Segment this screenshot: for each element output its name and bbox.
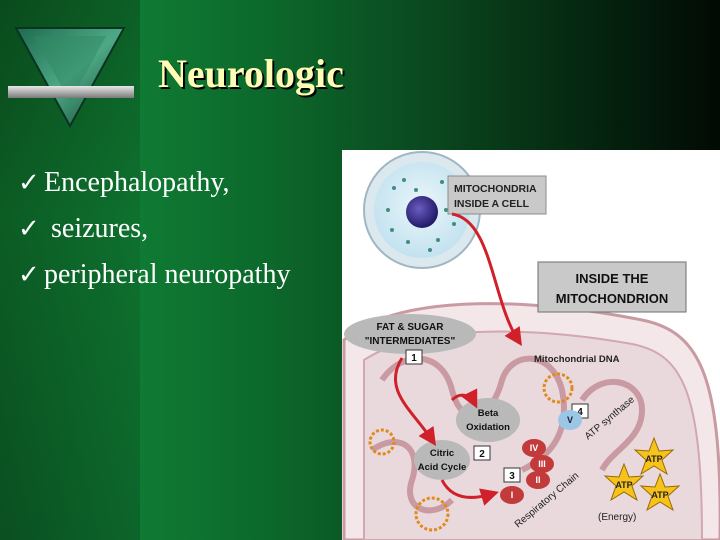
atp-label: ATP (651, 490, 668, 500)
beta-line1: Beta (478, 408, 499, 419)
bullet-item: ✓ seizures, (18, 206, 290, 252)
citric-acid-bubble: Citric Acid Cycle (414, 440, 470, 480)
complex-label: II (535, 475, 540, 485)
slide-title: Neurologic (158, 50, 344, 97)
cell-label-line1: MITOCHONDRIA (454, 183, 537, 195)
fat-sugar-line1: FAT & SUGAR (376, 322, 444, 333)
citric-line2: Acid Cycle (418, 462, 467, 473)
check-arrow-icon: ✓ (18, 160, 44, 206)
bullet-text: seizures, (44, 206, 148, 252)
fat-sugar-line2: "INTERMEDIATES" (365, 336, 456, 347)
atp-label: ATP (645, 454, 662, 464)
fat-sugar-bubble: FAT & SUGAR "INTERMEDIATES" (344, 314, 476, 354)
triangle-logo-icon (8, 22, 134, 130)
check-arrow-icon: ✓ (18, 206, 44, 252)
mitochondria-diagram: MITOCHONDRIA INSIDE A CELL INSIDE THE MI… (342, 150, 720, 540)
citric-line1: Citric (430, 448, 454, 459)
check-arrow-icon: ✓ (18, 252, 44, 298)
complex-label: V (567, 415, 573, 425)
complex-label: IV (530, 443, 539, 453)
bullet-text: Encephalopathy, (44, 160, 230, 206)
bullet-text: peripheral neuropathy (44, 252, 290, 298)
beta-oxidation-bubble: Beta Oxidation (456, 398, 520, 442)
step-number: 1 (411, 353, 417, 364)
inside-label-box: INSIDE THE MITOCHONDRION (538, 262, 686, 312)
inside-label-line2: MITOCHONDRION (556, 291, 668, 306)
inside-label-line1: INSIDE THE (576, 271, 649, 286)
bullet-item: ✓ peripheral neuropathy (18, 252, 290, 298)
cell-label-line2: INSIDE A CELL (454, 198, 530, 210)
complex-label: III (538, 459, 546, 469)
energy-label: (Energy) (598, 512, 636, 523)
step-number: 3 (509, 471, 515, 482)
atp-label: ATP (615, 480, 632, 490)
cell-label-box: MITOCHONDRIA INSIDE A CELL (448, 176, 546, 214)
step-number: 2 (479, 449, 485, 460)
bullet-list: ✓ Encephalopathy, ✓ seizures, ✓ peripher… (18, 160, 290, 298)
complex-label: I (511, 490, 514, 500)
beta-line2: Oxidation (466, 422, 510, 433)
bullet-item: ✓ Encephalopathy, (18, 160, 290, 206)
mito-dna-label: Mitochondrial DNA (534, 354, 620, 365)
